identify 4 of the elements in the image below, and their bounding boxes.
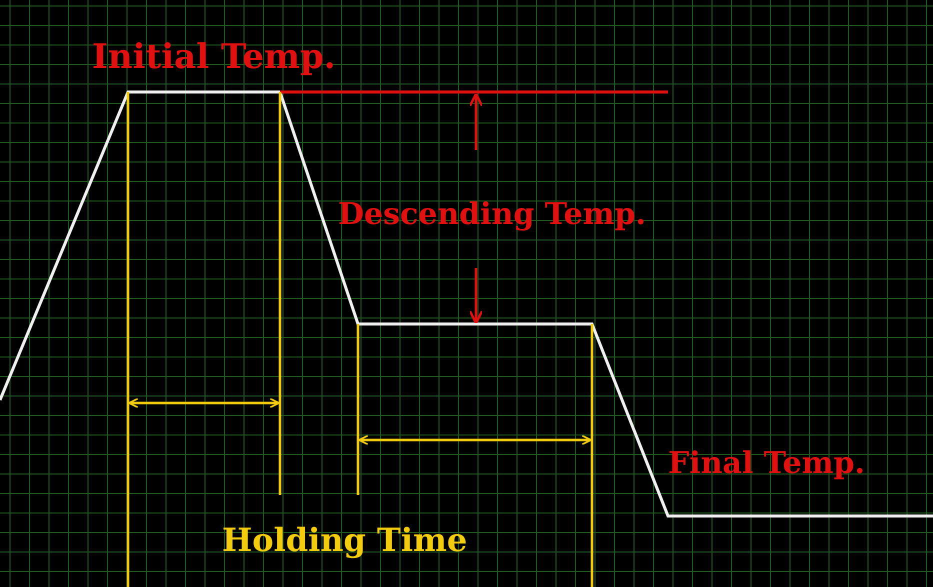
temperature-label: Final Temp. [668,449,865,479]
temperature-label: Initial Temp. [92,40,336,74]
temperature-label: Descending Temp. [338,200,646,230]
dimension-label: Holding Time [222,524,468,556]
